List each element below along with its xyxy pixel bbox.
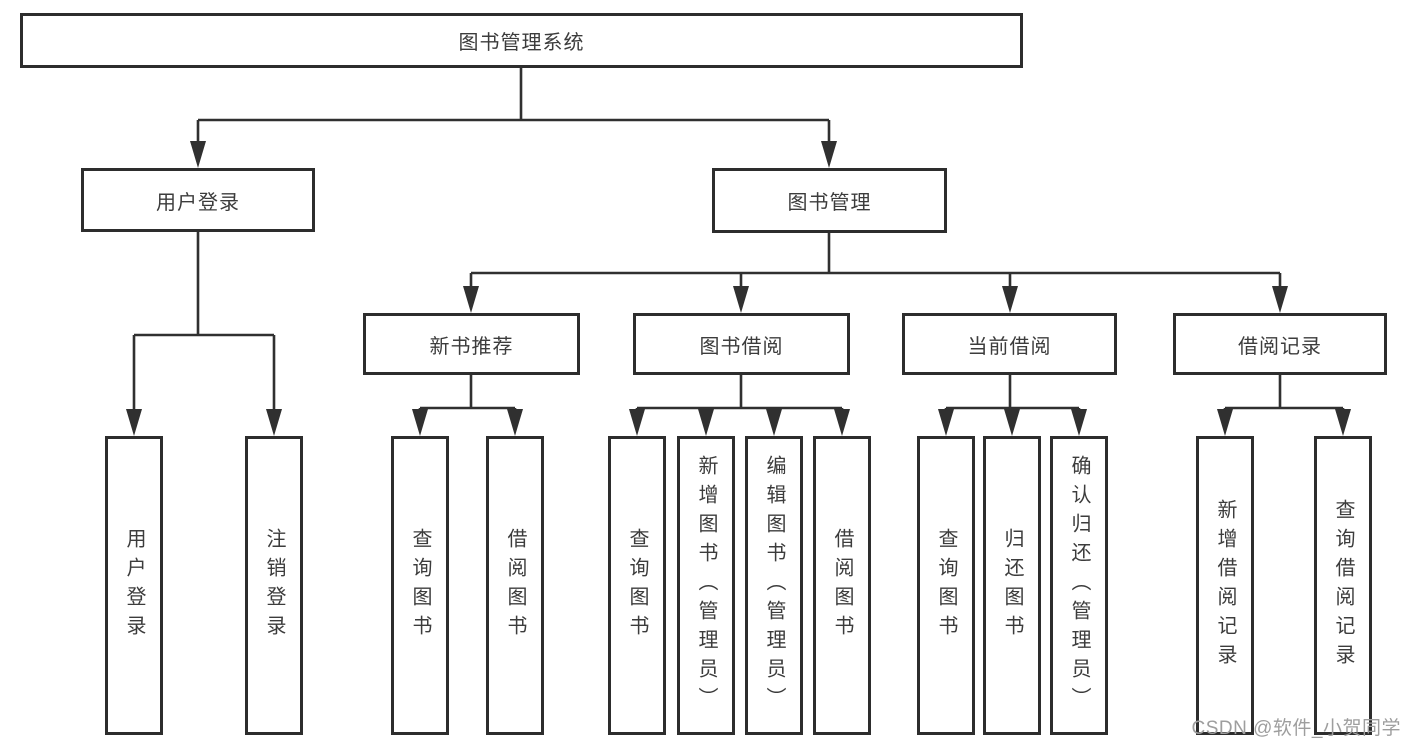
arrowhead: [507, 409, 523, 436]
root-to-level2-connector: [190, 68, 837, 168]
arrowhead: [766, 409, 782, 436]
branch-user-login-label: 用户登录: [156, 191, 240, 214]
leaf-query-books-1: 查询图书: [391, 436, 449, 735]
arrowhead: [1002, 286, 1018, 313]
leaf-confirm-return-admin: 确认归还（管理员）: [1050, 436, 1108, 735]
arrowhead: [938, 409, 954, 436]
current-borrow-connector: [938, 375, 1087, 436]
leaf-confirm-return-admin-label: 确认归还（管理员）: [1068, 455, 1090, 716]
group-current-borrow-label: 当前借阅: [967, 335, 1052, 358]
leaf-add-book-admin: 新增图书（管理员）: [677, 436, 735, 735]
leaf-return-book: 归还图书: [983, 436, 1041, 735]
branch-book-management-label: 图书管理: [787, 192, 872, 214]
leaf-user-login: 用户登录: [105, 436, 163, 735]
leaf-query-books-3: 查询图书: [917, 436, 975, 735]
branch-book-management: 图书管理: [712, 168, 947, 233]
leaf-return-book-label: 归还图书: [1001, 527, 1023, 644]
leaf-edit-book-admin: 编辑图书（管理员）: [745, 436, 803, 735]
group-borrow-records: 借阅记录: [1173, 313, 1387, 375]
arrowhead: [463, 286, 479, 313]
leaf-logout-label: 注销登录: [263, 527, 285, 644]
leaf-add-borrow-record: 新增借阅记录: [1196, 436, 1254, 735]
book-management-branch-connector: [463, 233, 1288, 313]
leaf-edit-book-admin-label: 编辑图书（管理员）: [763, 455, 785, 716]
arrowhead: [1004, 409, 1020, 436]
group-borrow-records-label: 借阅记录: [1238, 335, 1322, 358]
leaf-query-borrow-record-label: 查询借阅记录: [1332, 498, 1354, 673]
arrowhead: [733, 286, 749, 313]
leaf-borrow-books-2: 借阅图书: [813, 436, 871, 735]
book-borrow-connector: [629, 375, 850, 436]
arrowhead: [190, 141, 206, 168]
group-current-borrow: 当前借阅: [902, 313, 1117, 375]
leaf-query-books-3-label: 查询图书: [935, 527, 957, 644]
new-book-recommend-connector: [412, 375, 523, 436]
arrowhead: [629, 409, 645, 436]
group-new-book-recommend-label: 新书推荐: [429, 335, 514, 358]
group-new-book-recommend: 新书推荐: [363, 313, 580, 375]
leaf-query-books-2: 查询图书: [608, 436, 666, 735]
leaf-query-books-1-label: 查询图书: [409, 527, 431, 644]
leaf-query-borrow-record: 查询借阅记录: [1314, 436, 1372, 735]
arrowhead: [698, 409, 714, 436]
user-login-branch-connector: [126, 232, 282, 436]
watermark: CSDN @软件_小贺同学: [1191, 718, 1401, 739]
arrowhead: [266, 409, 282, 436]
node-library-system-label: 图书管理系统: [458, 32, 585, 54]
arrowhead: [1272, 286, 1288, 313]
leaf-add-borrow-record-label: 新增借阅记录: [1214, 498, 1236, 673]
leaf-logout: 注销登录: [245, 436, 303, 735]
branch-user-login: 用户登录: [81, 168, 315, 232]
arrowhead: [1217, 409, 1233, 436]
leaf-add-book-admin-label: 新增图书（管理员）: [695, 455, 717, 716]
group-book-borrow: 图书借阅: [633, 313, 850, 375]
leaf-borrow-books-2-label: 借阅图书: [831, 527, 853, 644]
arrowhead: [412, 409, 428, 436]
group-book-borrow-label: 图书借阅: [699, 335, 784, 358]
arrowhead: [126, 409, 142, 436]
leaf-query-books-2-label: 查询图书: [626, 527, 648, 644]
node-library-system: 图书管理系统: [20, 13, 1023, 68]
arrowhead: [834, 409, 850, 436]
arrowhead: [1335, 409, 1351, 436]
arrowhead: [821, 141, 837, 168]
leaf-borrow-books-1-label: 借阅图书: [504, 527, 526, 644]
arrowhead: [1071, 409, 1087, 436]
leaf-borrow-books-1: 借阅图书: [486, 436, 544, 735]
borrow-records-connector: [1217, 375, 1351, 436]
leaf-user-login-label: 用户登录: [123, 527, 145, 644]
